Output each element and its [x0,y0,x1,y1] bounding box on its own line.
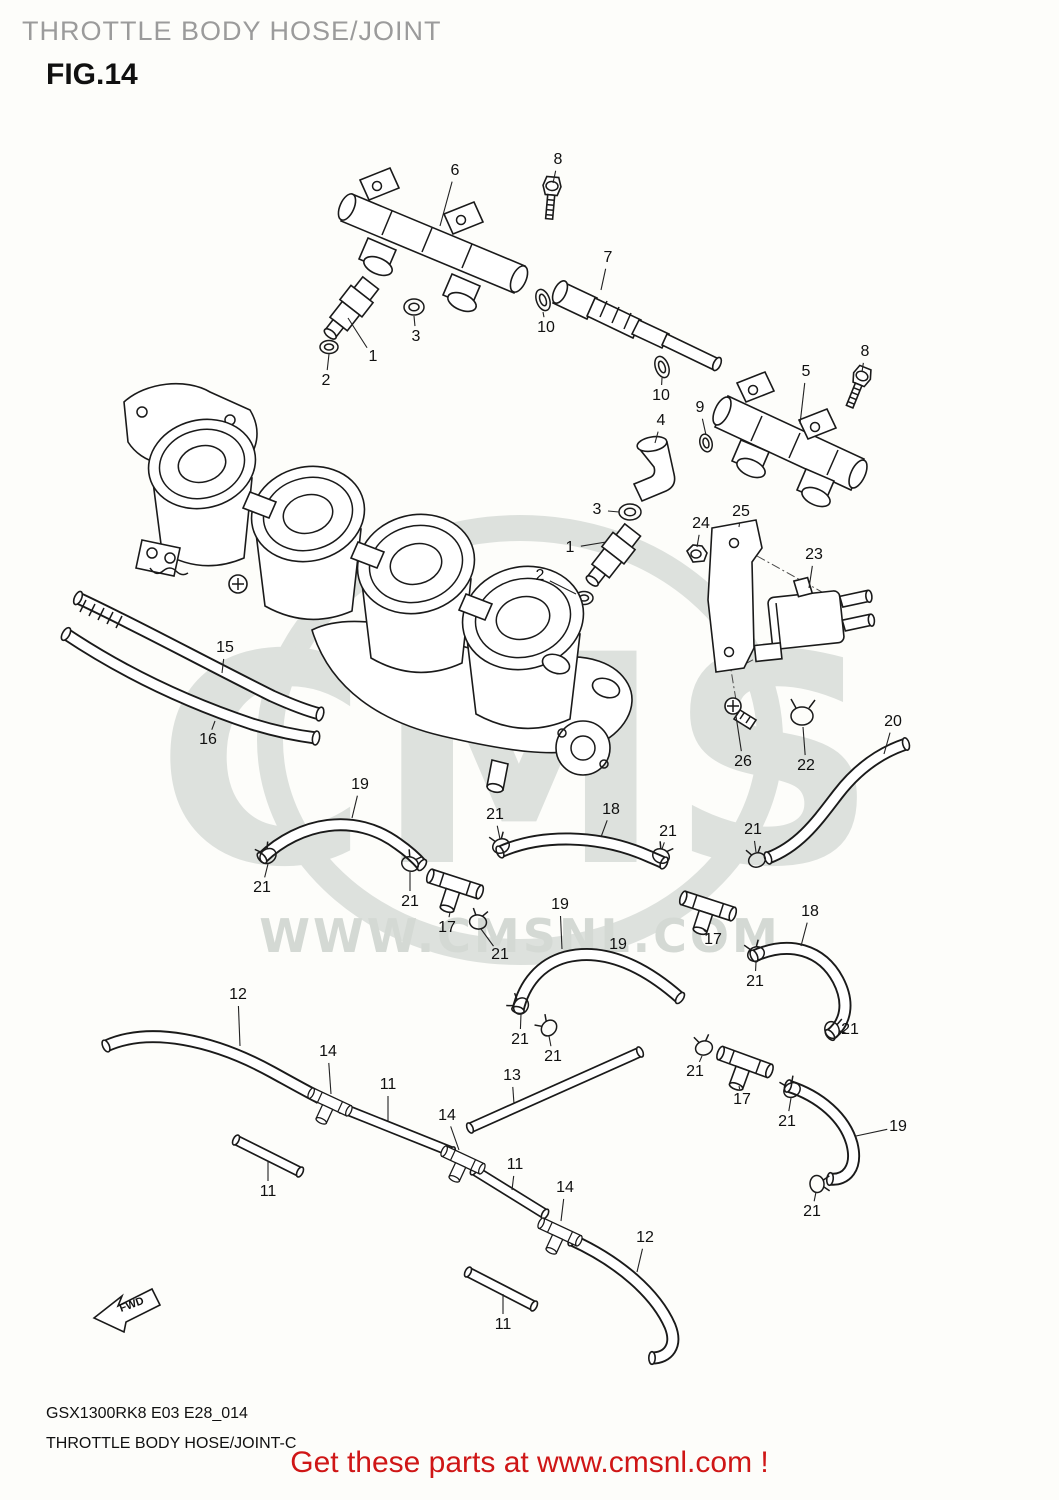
rail-bolt-rear [840,363,875,411]
figure-caption: THROTTLE BODY HOSE/JOINT-C [46,1435,297,1452]
exploded-parts-drawing: FWD [59,166,910,1366]
callout-leader-lines [211,170,891,1314]
part-callout-15[interactable]: 15 [216,639,234,656]
part-callout-23[interactable]: 23 [805,546,823,563]
o-ring-9 [699,433,713,453]
part-callout-19[interactable]: 19 [889,1118,907,1135]
nut-24 [686,544,708,563]
o-ring-10-left [535,288,551,312]
part-callout-21[interactable]: 21 [253,879,271,896]
part-callout-19[interactable]: 19 [609,936,627,953]
part-callout-19[interactable]: 19 [351,776,369,793]
fuel-rail-rear [712,370,868,508]
part-callout-5[interactable]: 5 [801,363,811,380]
part-callout-25[interactable]: 25 [732,503,750,520]
part-callout-21[interactable]: 21 [511,1031,529,1048]
o-ring-10-right [654,355,670,379]
part-callout-16[interactable]: 16 [199,731,217,748]
part-callout-20[interactable]: 20 [884,713,902,730]
part-callout-21[interactable]: 21 [659,823,677,840]
model-code: GSX1300RK8 E03 E28_014 [46,1405,248,1422]
figure-number: FIG.14 [46,58,138,91]
part-callout-18[interactable]: 18 [602,801,620,818]
part-callout-12[interactable]: 12 [636,1229,654,1246]
part-callout-21[interactable]: 21 [486,806,504,823]
part-callout-11[interactable]: 11 [259,1183,277,1200]
part-callout-21[interactable]: 21 [746,973,764,990]
part-callout-17[interactable]: 17 [733,1091,751,1108]
fuel-joint-pipe [551,280,723,372]
part-callout-17[interactable]: 17 [704,931,722,948]
part-callout-18[interactable]: 18 [801,903,819,920]
part-callout-21[interactable]: 21 [778,1113,796,1130]
part-callout-4[interactable]: 4 [656,412,666,429]
part-callout-21[interactable]: 21 [686,1063,704,1080]
part-callout-13[interactable]: 13 [503,1067,521,1084]
fuel-injector-front [316,273,383,347]
part-callout-8[interactable]: 8 [860,343,870,360]
part-callout-14[interactable]: 14 [556,1179,574,1196]
part-callout-1[interactable]: 1 [368,348,378,365]
fuel-hoses-15-16 [59,590,325,746]
part-callout-11[interactable]: 11 [494,1316,512,1333]
part-callout-10[interactable]: 10 [652,387,670,404]
o-ring-2-front [319,339,339,355]
part-callout-19[interactable]: 19 [551,896,569,913]
part-callout-14[interactable]: 14 [319,1043,337,1060]
part-callout-21[interactable]: 21 [491,946,509,963]
part-callout-10[interactable]: 10 [537,319,555,336]
part-callout-9[interactable]: 9 [695,399,705,416]
fuel-rail-front [337,166,529,313]
part-callout-3[interactable]: 3 [411,328,421,345]
part-callout-22[interactable]: 22 [797,757,815,774]
vacuum-solenoid-assembly [686,519,876,731]
hose-clamp-22 [790,698,816,726]
part-callout-6[interactable]: 6 [450,162,460,179]
elbow-joint [632,435,676,503]
part-callout-2[interactable]: 2 [535,567,545,584]
throttle-body-assembly [123,382,633,794]
part-callout-3[interactable]: 3 [592,501,602,518]
rail-bolt-front [539,175,563,221]
o-ring-3-front [403,298,425,316]
part-callout-21[interactable]: 21 [544,1048,562,1065]
fwd-arrow: FWD [92,1287,162,1334]
o-ring-3-rear [618,503,642,521]
part-callout-14[interactable]: 14 [438,1107,456,1124]
part-callout-21[interactable]: 21 [803,1203,821,1220]
promo-link[interactable]: Get these parts at www.cmsnl.com ! [290,1446,769,1479]
part-callout-1[interactable]: 1 [565,539,575,556]
part-callout-17[interactable]: 17 [438,919,456,936]
part-callout-24[interactable]: 24 [692,515,710,532]
part-callout-26[interactable]: 26 [734,753,752,770]
part-callout-11[interactable]: 11 [379,1076,397,1093]
part-callout-21[interactable]: 21 [841,1021,859,1038]
part-callout-8[interactable]: 8 [553,151,563,168]
part-callout-7[interactable]: 7 [603,249,613,266]
part-callout-2[interactable]: 2 [321,372,331,389]
part-callout-21[interactable]: 21 [744,821,762,838]
part-callout-21[interactable]: 21 [401,893,419,910]
three-way-joint-14c [528,1216,585,1264]
page-title: THROTTLE BODY HOSE/JOINT [22,16,442,46]
part-callout-12[interactable]: 12 [229,986,247,1003]
solenoid-valve-23 [753,576,876,663]
part-callout-11[interactable]: 11 [506,1156,524,1173]
watermark-url: WWW.CMSNL.COM [259,909,781,963]
screw-26 [724,697,758,731]
